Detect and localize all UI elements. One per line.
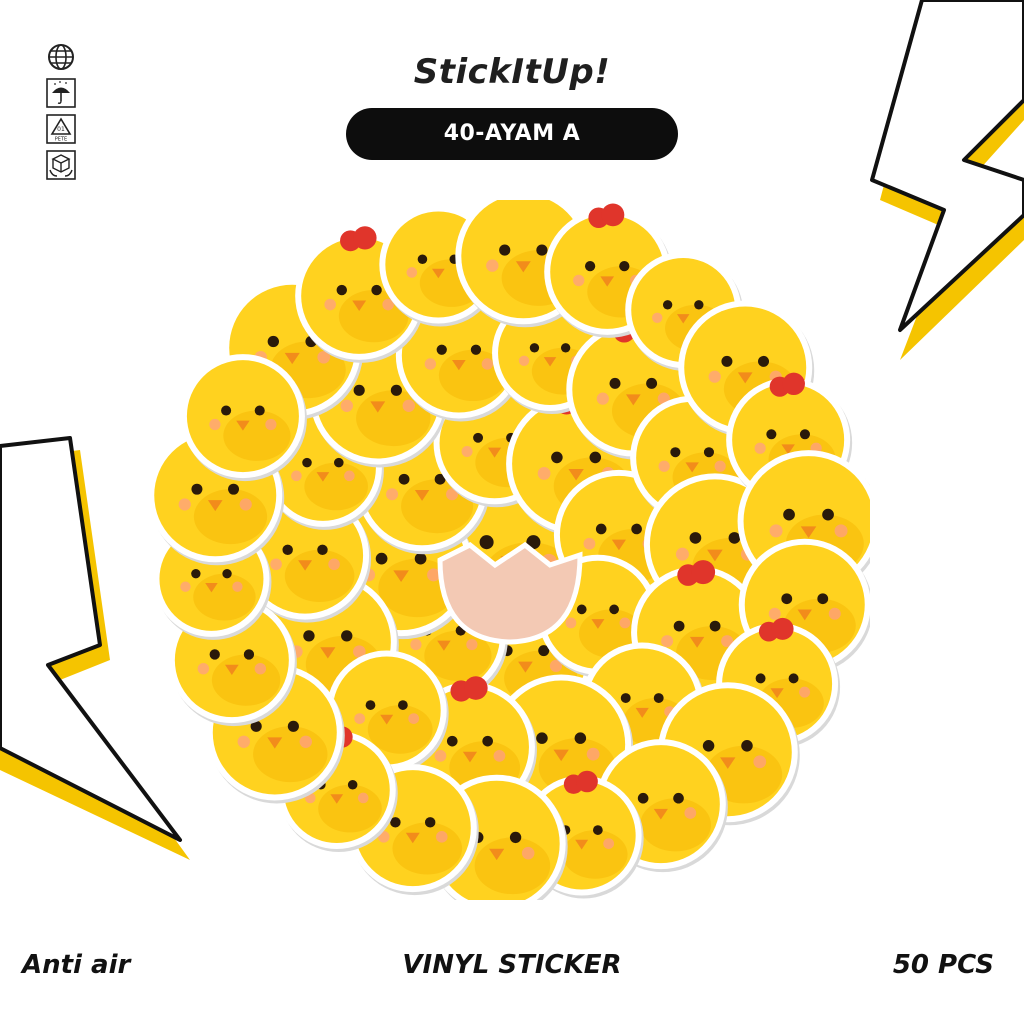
package-icon	[46, 150, 76, 180]
recycle-label: PETE	[55, 137, 67, 143]
globe-icon	[48, 44, 74, 70]
feature-label: Anti air	[22, 950, 131, 980]
quantity-label: 50 PCS	[892, 950, 994, 980]
product-code-badge: 40-AYAM A	[346, 108, 678, 160]
chick-sticker	[180, 354, 307, 482]
recycle-code: 01	[57, 126, 65, 133]
lightning-bolt-top-right	[870, 0, 1024, 360]
umbrella-icon	[46, 78, 76, 108]
material-label: VINYL STICKER	[402, 950, 622, 980]
brand-logo: StickItUp!	[413, 52, 611, 92]
info-icons: 01 PETE	[46, 42, 78, 186]
lightning-bolt-left	[0, 436, 190, 860]
sticker-cluster-image	[150, 200, 870, 900]
egg-chick-sticker	[437, 541, 583, 645]
recycle-pete-icon: 01 PETE	[46, 114, 76, 144]
